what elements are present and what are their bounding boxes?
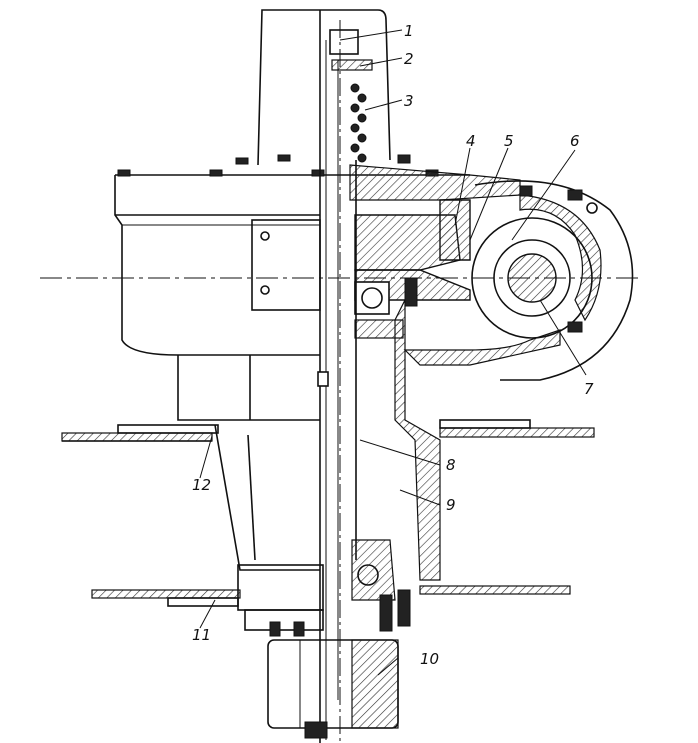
callout-7: 7 xyxy=(584,380,594,398)
shaft-bearing xyxy=(354,277,418,339)
callout-11: 11 xyxy=(192,626,211,644)
callout-9: 9 xyxy=(446,496,456,514)
callout-8: 8 xyxy=(446,456,456,474)
lower-tube xyxy=(177,355,329,571)
callout-4: 4 xyxy=(466,132,476,150)
callout-1: 1 xyxy=(404,22,414,40)
bottom-coupling xyxy=(267,639,399,739)
nut-and-washer xyxy=(329,29,373,71)
top-cover xyxy=(257,9,391,166)
callout-2: 2 xyxy=(404,50,414,68)
callout-6: 6 xyxy=(570,132,580,150)
leader-lines xyxy=(199,29,587,676)
upper-mounting-plate xyxy=(61,419,595,442)
callout-3: 3 xyxy=(404,92,414,110)
lower-mounting-plate xyxy=(91,564,571,637)
callout-5: 5 xyxy=(504,132,514,150)
lower-bearing-assembly xyxy=(351,539,411,632)
right-housing-section xyxy=(349,164,561,581)
callout-12: 12 xyxy=(192,476,211,494)
callout-10: 10 xyxy=(420,650,439,668)
callout-labels: 1 2 3 4 5 6 7 8 9 10 11 12 xyxy=(192,22,594,668)
spring-stack xyxy=(350,83,367,163)
